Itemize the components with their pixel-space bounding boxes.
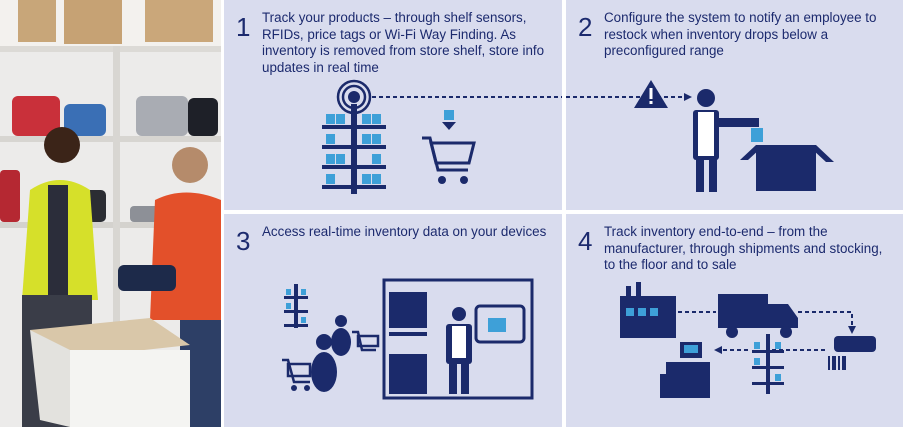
shelf-icon <box>752 334 784 394</box>
store-photo <box>0 0 221 427</box>
shelf-icon <box>284 284 308 328</box>
step-text: Configure the system to notify an employ… <box>604 10 877 58</box>
checkout-register-icon <box>660 342 710 398</box>
step-text: Access real-time inventory data on your … <box>262 224 547 239</box>
truck-icon <box>718 294 798 338</box>
step-number: 4 <box>578 226 593 256</box>
step-4-panel: 4 Track inventory end-to-end – from the … <box>566 214 903 427</box>
box-icon <box>740 145 834 191</box>
step-number: 3 <box>236 226 251 256</box>
shoppers-icon <box>282 315 380 392</box>
step-number: 1 <box>236 12 251 42</box>
tablet-icon <box>474 304 526 344</box>
employee-icon <box>693 89 763 192</box>
step-text: Track your products – through shelf sens… <box>262 10 545 75</box>
stockroom-icon <box>382 278 534 400</box>
step-3-panel: 3 Access real-time inventory data on you… <box>224 214 562 427</box>
factory-icon <box>620 282 676 338</box>
warning-icon <box>634 80 668 108</box>
step-2-panel: 2 Configure the system to notify an empl… <box>566 0 903 210</box>
rfid-shelf-icon <box>322 79 386 194</box>
step-text: Track inventory end-to-end – from the ma… <box>604 224 883 272</box>
barcode-scanner-icon <box>828 336 876 370</box>
step-1-panel: 1 Track your products – through shelf se… <box>224 0 562 210</box>
shopping-cart-icon <box>422 110 476 184</box>
step-number: 2 <box>578 12 593 42</box>
